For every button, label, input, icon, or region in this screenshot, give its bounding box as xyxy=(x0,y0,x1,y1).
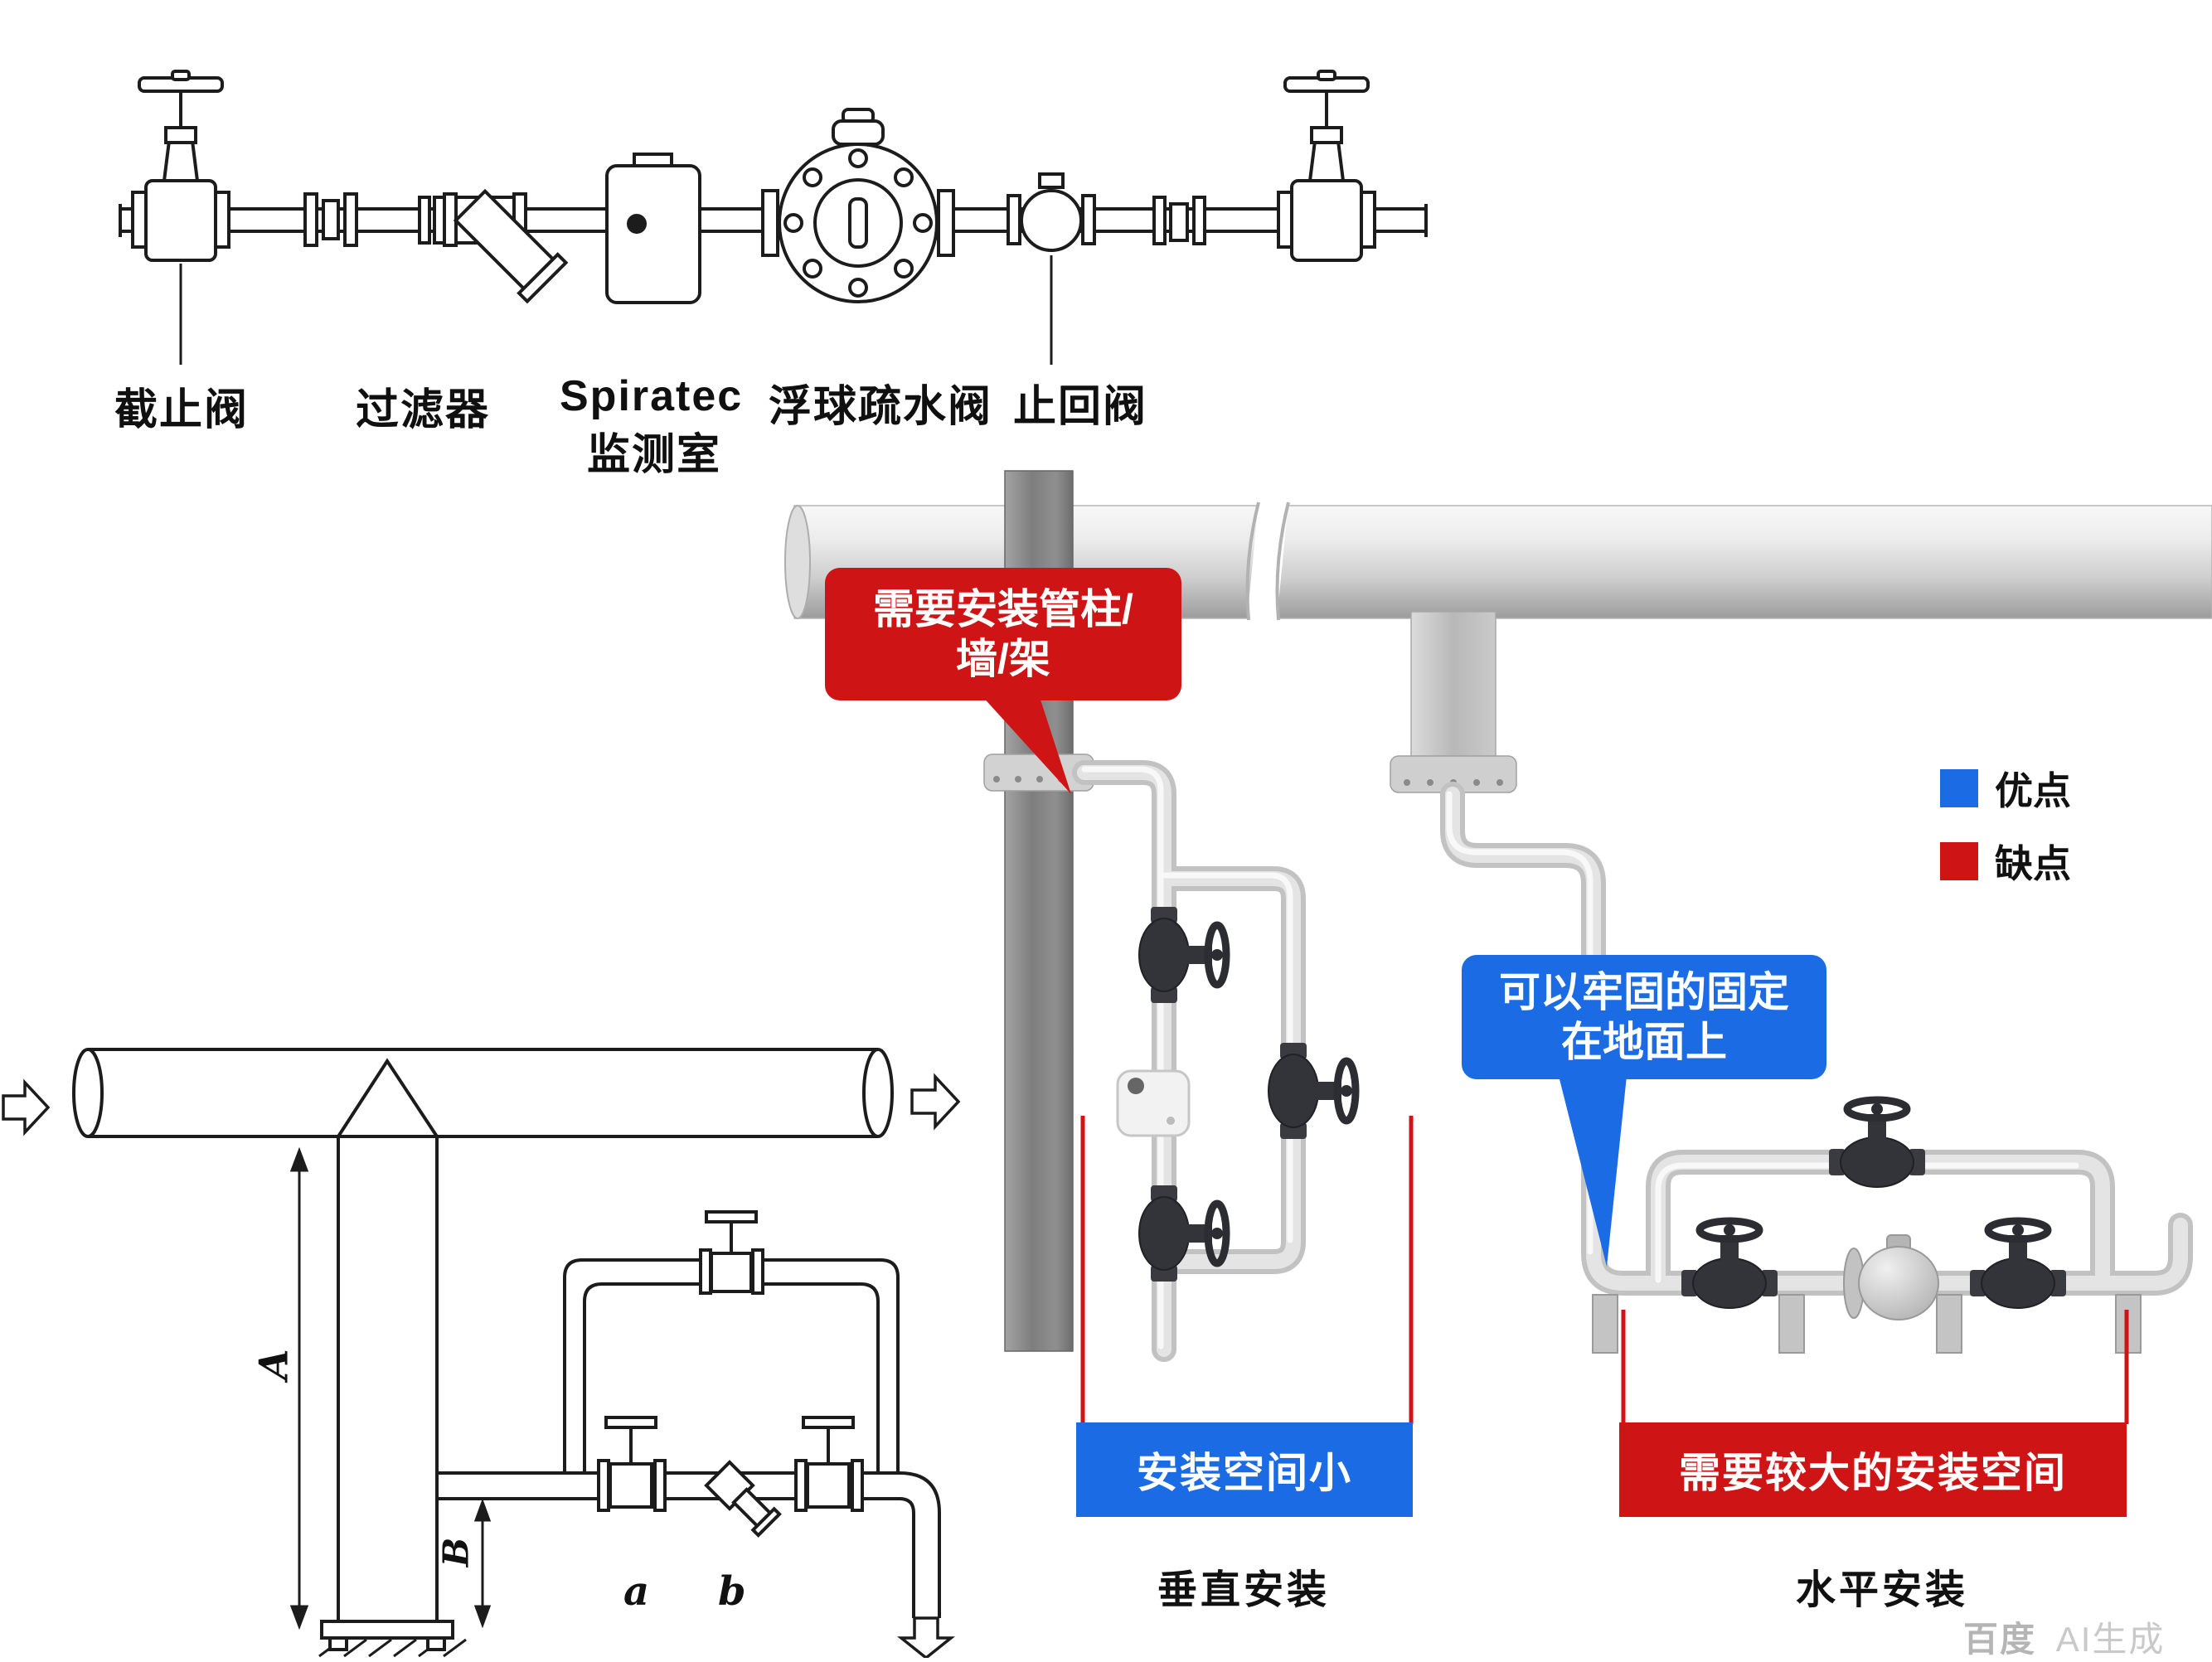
flow-arrow-icon xyxy=(2,1073,961,1658)
small-strainer-icon xyxy=(704,1460,782,1538)
red-callout-wall-mount: 需要安装管柱/ 墙/架 xyxy=(825,568,1181,700)
stop-valve-left-icon xyxy=(131,70,230,365)
red-callout-line1: 需要安装管柱/ xyxy=(873,586,1133,632)
globe-valve-icon xyxy=(1829,1100,1925,1187)
strainer-icon xyxy=(443,188,569,304)
watermark-brand: 百度 xyxy=(1963,1620,2037,1659)
watermark: 百度 AI生成 xyxy=(1963,1611,2165,1662)
legend-disadvantage: 缺点 xyxy=(1940,834,2071,889)
blue-callout-line1: 可以牢固的固定 xyxy=(1499,969,1789,1015)
blue-callout-tail xyxy=(1559,1076,1627,1267)
tee-dimension-diagram xyxy=(2,1048,961,1658)
advantage-swatch xyxy=(1940,769,1978,807)
pipe-union-icon xyxy=(303,192,446,247)
label-spiratec: Spiratec xyxy=(560,372,744,420)
small-globe-valve-icon xyxy=(794,1416,864,1512)
white-float-trap-icon xyxy=(1116,1069,1191,1137)
legend-advantage: 优点 xyxy=(1940,761,2071,816)
trap-station-schematic xyxy=(119,70,1428,365)
spiratec-chamber-icon xyxy=(605,153,701,304)
globe-valve-icon xyxy=(1681,1221,1778,1308)
globe-valve-icon xyxy=(1139,907,1226,1003)
label-spiratec-room: 监测室 xyxy=(587,431,722,479)
label-float-trap: 浮球疏水阀 xyxy=(769,383,993,431)
small-globe-valve-icon xyxy=(699,1210,764,1295)
small-globe-valve-icon xyxy=(597,1416,667,1512)
disadvantage-swatch xyxy=(1940,842,1978,880)
disadvantage-label: 缺点 xyxy=(1995,842,2071,885)
caption-vertical: 垂直安装 xyxy=(1157,1568,1330,1612)
small-space-text: 安装空间小 xyxy=(1137,1450,1352,1496)
watermark-suffix: AI生成 xyxy=(2055,1620,2166,1659)
large-space-text: 需要较大的安装空间 xyxy=(1679,1450,2067,1496)
vertical-trap-set-pipes xyxy=(1072,760,1306,1362)
gray-float-trap-icon xyxy=(1843,1234,1939,1320)
pipe-union-icon xyxy=(1152,196,1206,245)
label-strainer: 过滤器 xyxy=(356,386,491,434)
blue-callout-ground-fix: 可以牢固的固定 在地面上 xyxy=(1462,955,1826,1079)
globe-valve-icon xyxy=(1970,1221,2066,1308)
dimension-a-arrow xyxy=(289,1146,309,1631)
small-space-box: 安装空间小 xyxy=(1076,1422,1413,1517)
line-label-b: b xyxy=(718,1568,746,1615)
large-space-box: 需要较大的安装空间 xyxy=(1619,1422,2127,1517)
label-check-valve: 止回阀 xyxy=(1013,383,1148,431)
red-callout-tail xyxy=(981,695,1071,794)
blue-callout-line2: 在地面上 xyxy=(1561,1019,1727,1065)
installation-graphics xyxy=(784,470,2212,1424)
dim-label-b: B xyxy=(435,1537,477,1568)
check-valve-icon xyxy=(1007,172,1096,365)
dim-label-a: A xyxy=(250,1349,298,1380)
advantage-label: 优点 xyxy=(1995,769,2071,812)
stop-valve-right-icon xyxy=(1277,70,1376,262)
caption-horizontal: 水平安装 xyxy=(1795,1568,1968,1612)
globe-valve-icon xyxy=(1269,1043,1356,1139)
legend: 优点 缺点 xyxy=(1940,761,2071,889)
pipe-tee-hanger xyxy=(1390,611,1517,793)
label-stop-valve: 截止阀 xyxy=(114,386,250,434)
red-callout-line2: 墙/架 xyxy=(956,636,1050,682)
dimension-b-arrow xyxy=(473,1498,492,1629)
line-label-a: a xyxy=(623,1568,650,1615)
float-trap-icon xyxy=(761,108,955,303)
space-guide-lines xyxy=(1080,1116,2129,1424)
